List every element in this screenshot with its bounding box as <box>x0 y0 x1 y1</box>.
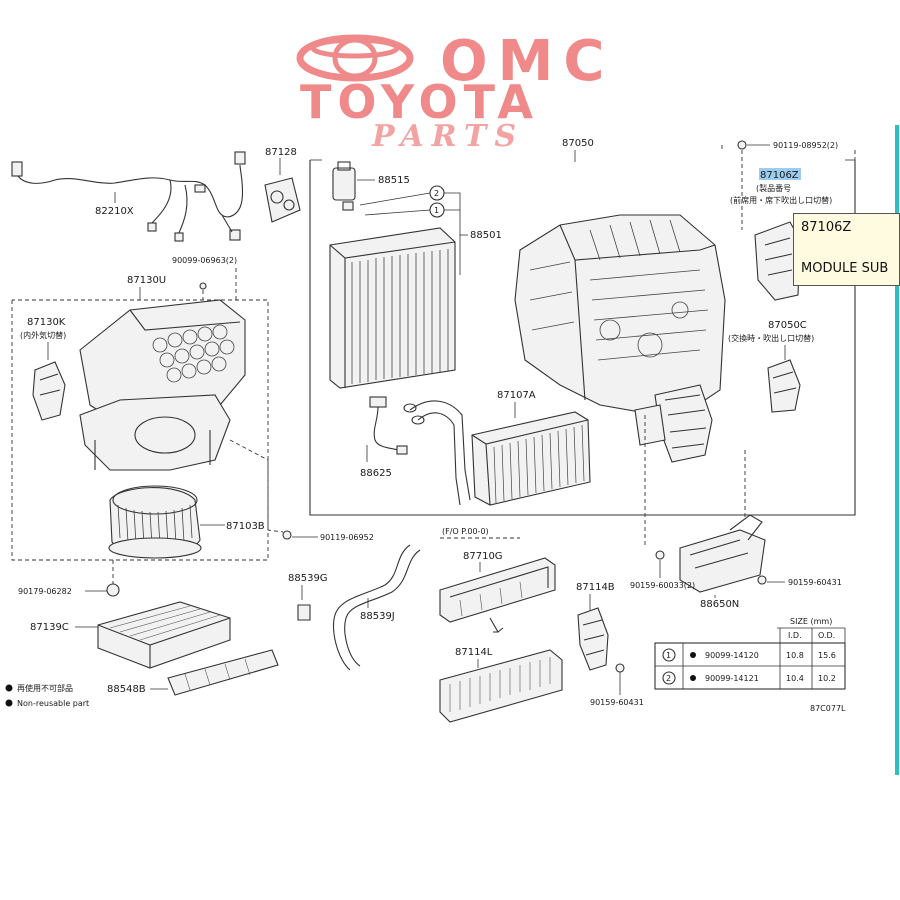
label-88539j: 88539J <box>360 611 395 622</box>
right-edge-rule <box>895 125 899 775</box>
label-87139c: 87139C <box>30 622 69 633</box>
size-row-1-id: 10.8 <box>786 651 804 660</box>
label-87106z: 87106Z <box>760 170 799 181</box>
part-87103b-blower-motor: 87103B <box>108 485 265 559</box>
non-reusable-bullet-icon <box>5 684 13 692</box>
label-87103b: 87103B <box>226 521 265 532</box>
label-90159-60033: 90159-60033(2) <box>630 581 695 590</box>
ref-circle-2-top: 2 <box>434 189 439 198</box>
hose-note: (F/O P.00-0) <box>440 527 520 539</box>
logo-line-parts: PARTS <box>371 119 524 154</box>
part-87130u-blower-case: 87130U <box>79 275 246 471</box>
label-87130u: 87130U <box>127 275 166 286</box>
part-88625-sensor: 88625 <box>360 396 408 479</box>
size-row-2-part: 90099-14121 <box>705 674 759 683</box>
part-87128: 87128 <box>264 147 301 223</box>
size-row-2-id: 10.4 <box>786 674 804 683</box>
label-88539g: 88539G <box>288 573 328 584</box>
size-row-1-od: 15.6 <box>818 651 836 660</box>
label-87130k: 87130K <box>27 317 66 328</box>
part-87050c: 87050C (交換時・吹出し口切替) <box>728 320 814 413</box>
size-row-2-od: 10.2 <box>818 674 836 683</box>
toyota-emblem-icon <box>296 34 414 82</box>
size-row-1-part: 90099-14120 <box>705 651 759 660</box>
size-row-2-ref: 2 <box>666 674 671 683</box>
size-table-col-id: I.D. <box>788 631 802 640</box>
label-hose-note: (F/O P.00-0) <box>442 527 489 536</box>
label-88650n: 88650N <box>700 599 739 610</box>
legend-en: Non-reusable part <box>17 699 89 708</box>
part-88539j-hose: 88539J <box>332 544 421 671</box>
size-table-col-od: O.D. <box>818 631 835 640</box>
label-87106z-note2: (前席用・席下吹出し口切替) <box>730 195 832 205</box>
part-87114l: 87114L <box>439 647 563 723</box>
label-87128: 87128 <box>265 147 297 158</box>
label-87050c-note: (交換時・吹出し口切替) <box>728 333 814 343</box>
label-87710g: 87710G <box>463 551 503 562</box>
label-82210x: 82210X <box>95 206 134 217</box>
ref-circle-1-top: 1 <box>434 206 439 215</box>
part-90099-06963: 90099-06963(2) <box>172 256 237 300</box>
size-row-1-ref: 1 <box>666 651 671 660</box>
label-90119-08952: 90119-08952(2) <box>773 141 838 150</box>
label-87106z-note1: (製品番号 <box>756 183 791 193</box>
label-90099-06963: 90099-06963(2) <box>172 256 237 265</box>
diagram-code: 87C077L <box>810 704 846 713</box>
label-88625: 88625 <box>360 468 392 479</box>
label-87107a: 87107A <box>497 390 536 401</box>
part-87130k: 87130K (内外気切替) <box>20 317 66 421</box>
part-87107a-heater-core: 87107A <box>403 390 591 506</box>
non-reusable-bullet-icon-2 <box>5 699 13 707</box>
part-87106z-module: 87106Z (製品番号 (前席用・席下吹出し口切替) <box>730 168 832 301</box>
label-87050c: 87050C <box>768 320 807 331</box>
label-88501: 88501 <box>470 230 502 241</box>
part-88539g: 88539G <box>288 573 328 621</box>
part-87139c-filter: 87139C <box>30 601 231 669</box>
part-88548b: 88548B <box>107 649 279 696</box>
wire-harness-82210x: 82210X <box>11 151 246 242</box>
part-87710g: 87710G <box>439 551 556 633</box>
label-88515: 88515 <box>378 175 410 186</box>
label-87130k-note: (内外気切替) <box>20 330 66 340</box>
label-87114l: 87114L <box>455 647 493 658</box>
part-87050-heater-unit: 87050 <box>514 138 726 463</box>
part-88501-evaporator: 2 1 88501 <box>329 185 502 389</box>
label-90159-60431-right: 90159-60431 <box>788 578 842 587</box>
tooltip-part-name: MODULE SUB <box>801 261 889 276</box>
part-88650n-amplifier: 90159-60033(2) 88650N 90159-60431 <box>630 415 842 610</box>
part-90179-06282: 90179-06282 <box>18 560 120 597</box>
legend: 再使用不可部品 Non-reusable part <box>5 683 89 708</box>
omc-toyota-logo: OMC TOYOTA PARTS <box>296 29 614 154</box>
tooltip-part-code: 87106Z <box>801 220 852 235</box>
label-87114b: 87114B <box>576 582 615 593</box>
part-88515: 88515 <box>332 161 410 211</box>
logo-line-omc: OMC <box>440 29 614 94</box>
logo-line-toyota: TOYOTA <box>300 75 539 129</box>
part-87114b: 87114B 90159-60431 <box>576 582 644 707</box>
size-table: SIZE (mm) I.D. O.D. 1 90099-14120 10.8 1… <box>654 617 846 690</box>
label-90159-60431-bottom: 90159-60431 <box>590 698 644 707</box>
legend-jp: 再使用不可部品 <box>17 683 73 693</box>
label-90119-06952: 90119-06952 <box>320 533 374 542</box>
label-87050: 87050 <box>562 138 594 149</box>
part-90119-06952: 90119-06952 <box>229 439 374 542</box>
group-outlines <box>11 145 856 561</box>
label-88548b: 88548B <box>107 684 146 695</box>
part-90119-08952: 90119-08952(2) <box>737 140 838 230</box>
part-tooltip: 87106Z MODULE SUB <box>793 213 900 286</box>
label-90179-06282: 90179-06282 <box>18 587 72 596</box>
highlight-87106z <box>759 168 801 180</box>
size-table-title: SIZE (mm) <box>790 617 832 626</box>
